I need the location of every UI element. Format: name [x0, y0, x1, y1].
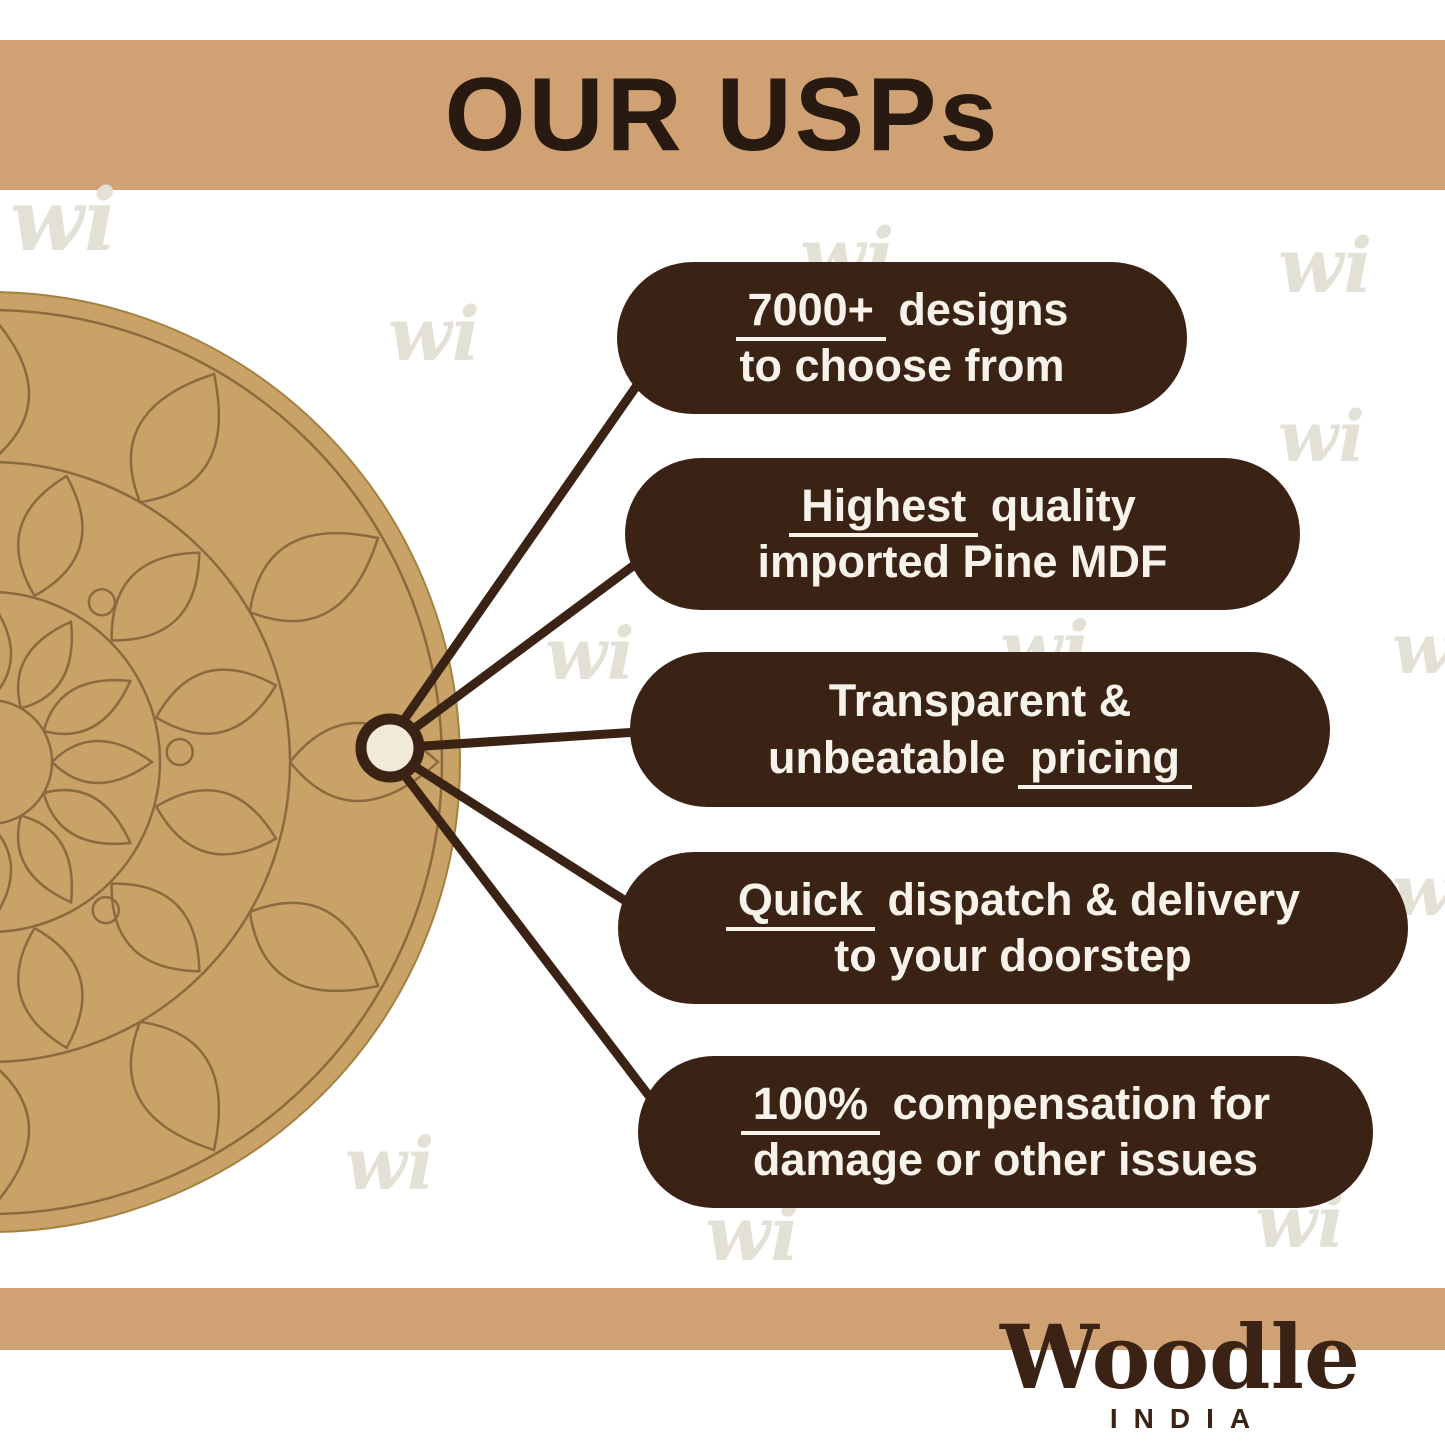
usp-text-line: to your doorstep: [834, 928, 1192, 984]
footer-band: [0, 1288, 1445, 1350]
usp-text: designs: [885, 283, 1069, 335]
usp-pill-compensation: 100% compensation for damage or other is…: [638, 1056, 1373, 1208]
brand-country: INDIA: [1109, 1403, 1267, 1434]
usp-text-line: 7000+ designs: [735, 282, 1069, 341]
brand-name: Woodle: [1000, 1305, 1360, 1409]
brand-watermark: wi: [545, 611, 635, 696]
brand-logo: Woodle INDIA: [1000, 1313, 1360, 1435]
usp-text: unbeatable: [767, 731, 1019, 783]
brand-watermark: wi: [1392, 614, 1445, 684]
usp-text: damage or other issues: [752, 1134, 1259, 1185]
usp-text-line: 100% compensation for: [740, 1076, 1271, 1135]
header-band: OUR USPs: [0, 40, 1445, 190]
brand-watermark: wi: [1278, 221, 1373, 310]
usp-text: dispatch & delivery: [874, 873, 1301, 925]
usp-text-line: to choose from: [739, 338, 1064, 394]
usp-highlight: Highest: [789, 482, 979, 537]
usp-text-line: Transparent &: [829, 673, 1132, 729]
usp-pill-pricing: Transparent & unbeatable pricing: [630, 652, 1330, 807]
brand-watermark: wi: [388, 292, 480, 378]
usp-pill-quality: Highest quality imported Pine MDF: [625, 458, 1300, 610]
brand-watermark: wi: [705, 1189, 800, 1278]
usp-pill-designs: 7000+ designs to choose from: [617, 262, 1187, 414]
usp-highlight: 100%: [740, 1080, 881, 1135]
connector-line: [387, 535, 673, 750]
usp-text-line: Highest quality: [789, 478, 1136, 537]
connector-line: [387, 747, 673, 933]
usp-text-line: Quick dispatch & delivery: [725, 872, 1301, 931]
mdf-disc-mandala: [0, 291, 461, 1233]
usp-text-line: imported Pine MDF: [757, 534, 1167, 590]
usp-highlight: 7000+: [735, 286, 886, 341]
connector-line: [389, 725, 673, 753]
connector-line: [385, 340, 670, 745]
usp-text: quality: [978, 479, 1136, 531]
usp-text: imported Pine MDF: [757, 536, 1168, 587]
page-title: OUR USPs: [444, 56, 1001, 173]
brand-watermark: wi: [10, 170, 117, 271]
usp-highlight: Quick: [725, 876, 875, 931]
usp-text-line: damage or other issues: [753, 1132, 1258, 1188]
usp-text: to your doorstep: [834, 930, 1192, 981]
usp-text: compensation for: [880, 1077, 1271, 1129]
usp-text-line: unbeatable pricing: [767, 730, 1193, 789]
usp-text: Transparent &: [828, 675, 1132, 727]
usp-pill-dispatch: Quick dispatch & delivery to your doorst…: [618, 852, 1408, 1004]
brand-watermark: wi: [345, 1121, 435, 1206]
usp-highlight: pricing: [1018, 733, 1193, 789]
usp-text: to choose from: [739, 340, 1065, 391]
brand-watermark: wi: [1278, 395, 1365, 478]
connector-lines: [385, 340, 680, 1135]
connector-line: [385, 751, 680, 1135]
hub-node: [355, 713, 425, 783]
